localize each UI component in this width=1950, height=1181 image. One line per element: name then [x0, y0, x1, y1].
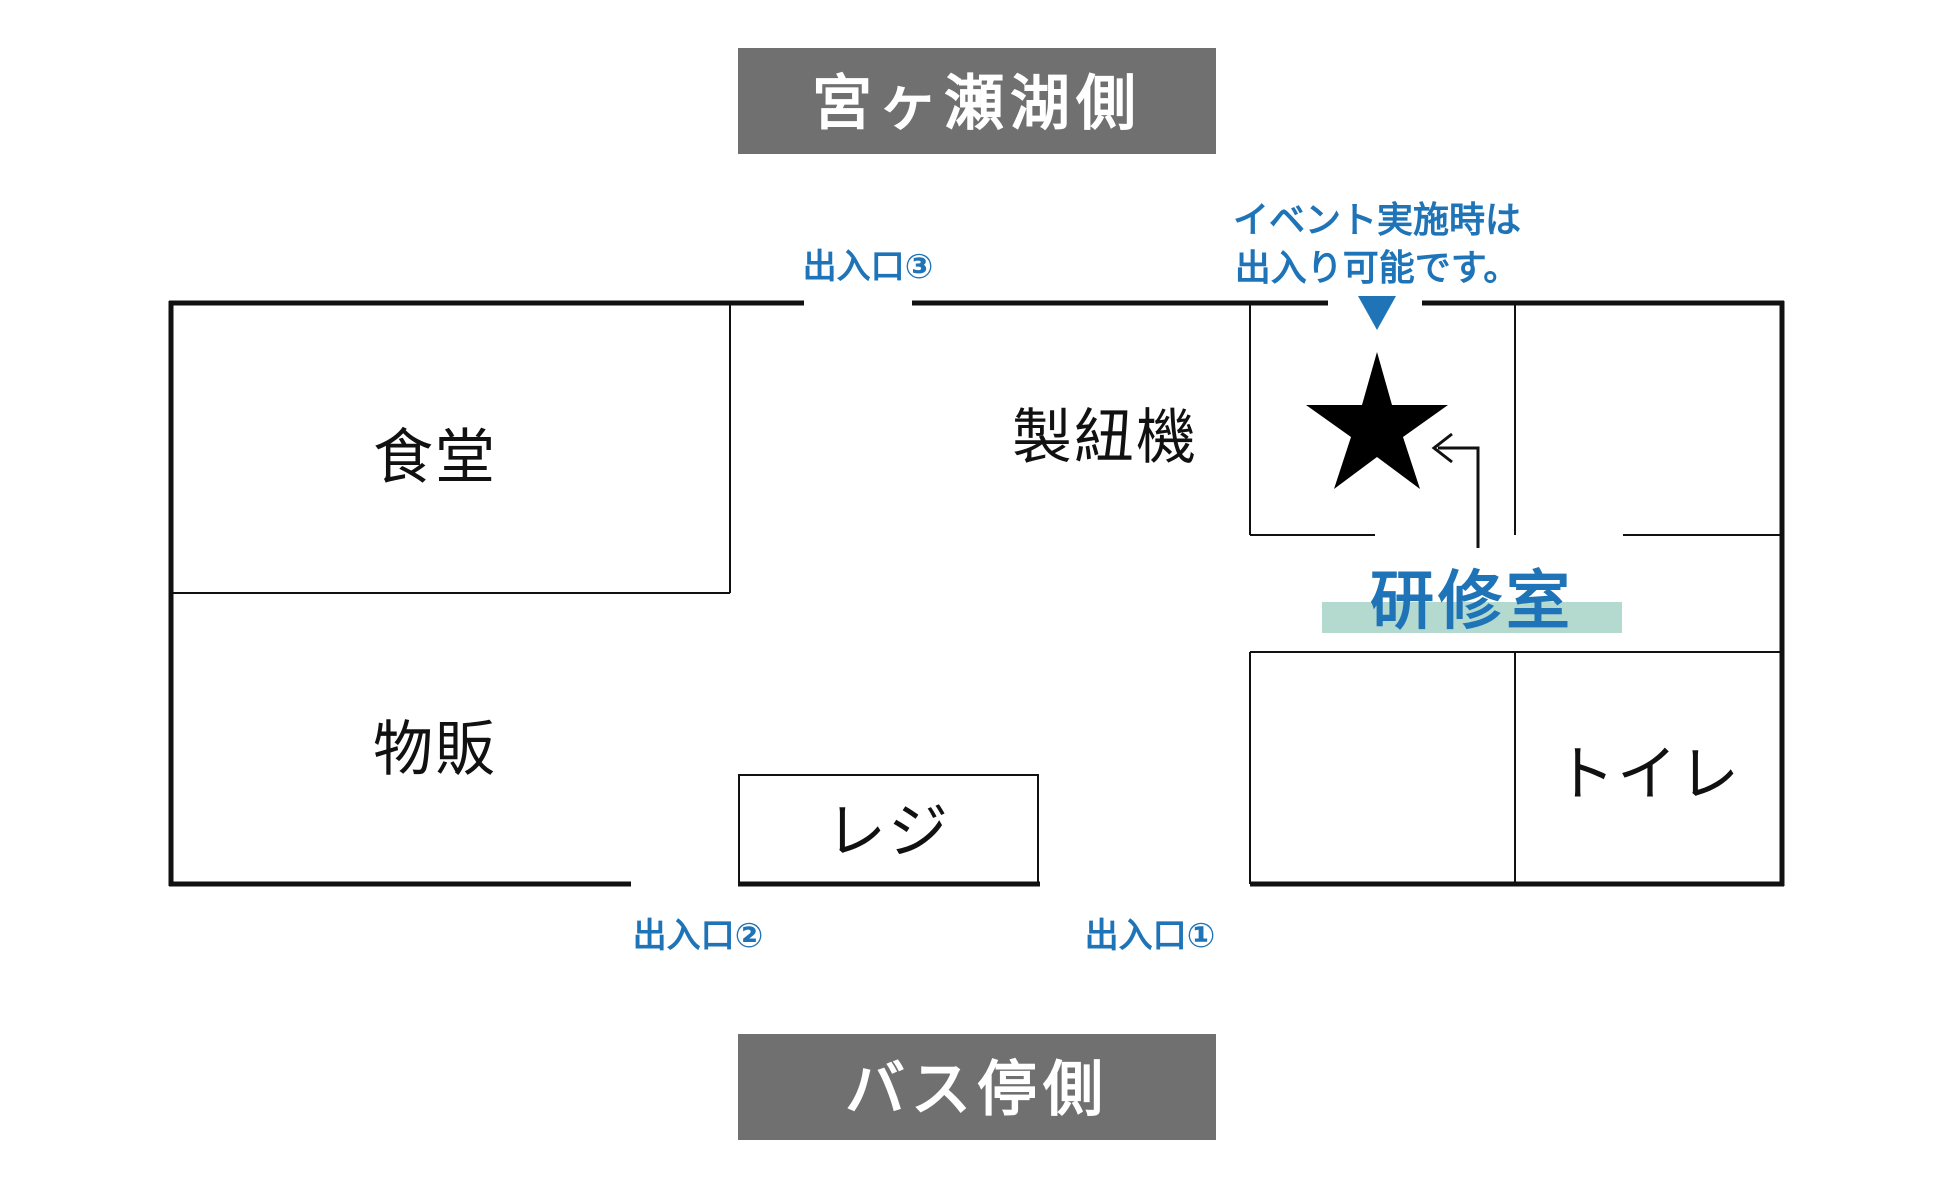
register-box: [738, 774, 1039, 885]
cafeteria-label: 食堂: [373, 423, 497, 493]
register-label: レジ: [826, 797, 950, 867]
bus-stop-side-label: バス停側: [738, 1034, 1216, 1140]
bus-stop-side-label-bg: [738, 1034, 1216, 1140]
triangle-down-icon: [1358, 296, 1396, 330]
event-note-line2: 出入り可能です。: [1235, 248, 1519, 289]
star-icon: [1306, 352, 1448, 489]
training-room-highlight: [1322, 602, 1622, 633]
bus-stop-side-label-text: バス停側: [845, 1055, 1109, 1125]
shop-label: 物販: [373, 715, 497, 785]
entrance-2-label: 出入口②: [633, 916, 764, 956]
lake-side-label-text: 宮ヶ瀬湖側: [812, 69, 1142, 139]
event-note-line1: イベント実施時は: [1233, 200, 1521, 241]
entrance-1-label: 出入口①: [1085, 916, 1216, 956]
lake-side-label: 宮ヶ瀬湖側: [738, 48, 1216, 154]
bent-arrow-icon: [1431, 432, 1480, 548]
braiding-machine-label: 製紐機: [1012, 403, 1198, 473]
entrance-3-label: 出入口③: [803, 247, 934, 287]
lake-side-label-bg: [738, 48, 1216, 154]
training-room-label: 研修室: [1370, 565, 1574, 639]
toilet-label: トイレ: [1555, 740, 1741, 810]
inner-walls: [171, 303, 1782, 885]
